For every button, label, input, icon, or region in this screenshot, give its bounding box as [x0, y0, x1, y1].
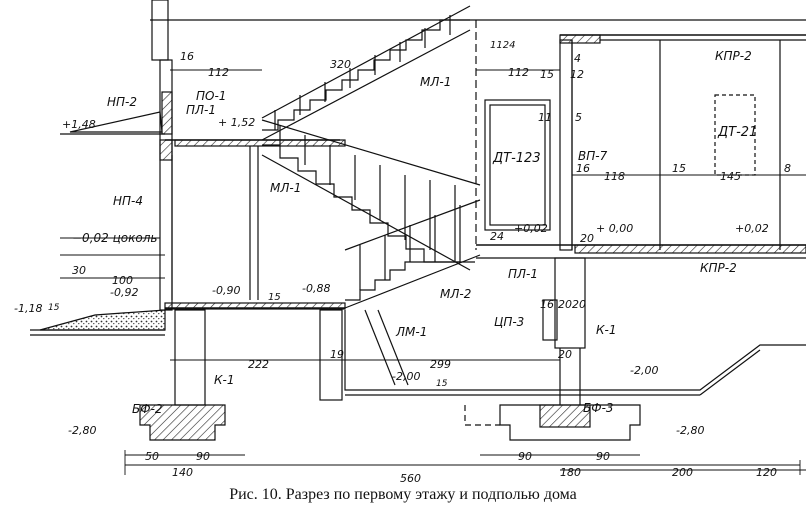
dim-16b: 16 — [576, 162, 590, 175]
label-ml2: МЛ-2 — [440, 287, 471, 301]
dim-20b: 20 — [558, 298, 572, 311]
dim-15c: 15 — [48, 303, 60, 313]
dim-20a: 20 — [580, 232, 594, 245]
level-m118: -1,18 — [14, 302, 42, 315]
dim-145: 145 — [720, 170, 741, 183]
label-bf2: БФ-2 — [132, 402, 163, 416]
dim-90b: 90 — [518, 450, 532, 463]
label-pl1-low: ПЛ-1 — [508, 267, 538, 281]
dim-299: 299 — [430, 358, 451, 371]
dim-90a: 90 — [196, 450, 210, 463]
dim-11: 11 — [538, 111, 552, 124]
column-k1-right — [554, 257, 586, 349]
canopy — [69, 111, 163, 133]
dim-112a: 112 — [208, 66, 229, 79]
dim-560: 560 — [400, 472, 421, 485]
landing-slab — [174, 139, 346, 147]
drawing-canvas: НП-2 ПО-1 ПЛ-1 МЛ-1 МЛ-1 НП-4 ДТ-123 ВП-… — [14, 0, 806, 485]
level-000: + 0,00 — [596, 222, 633, 235]
dim-118: 118 — [604, 170, 625, 183]
dim-200: 200 — [672, 466, 693, 479]
dim-222: 222 — [248, 358, 269, 371]
dim-4: 4 — [574, 52, 581, 65]
dim-180: 180 — [560, 466, 581, 479]
label-ml1-top: МЛ-1 — [420, 75, 451, 89]
dim-16a: 16 — [180, 50, 194, 63]
dim-140: 140 — [172, 466, 193, 479]
label-dt123: ДТ-123 — [492, 151, 541, 166]
label-k1-right: К-1 — [596, 323, 616, 337]
dim-15e: 15 — [436, 379, 448, 389]
stair-ml1-upper — [261, 5, 471, 141]
label-kpr2-low: КПР-2 — [700, 261, 737, 275]
level-m090: -0,90 — [212, 284, 240, 297]
level-148: +1,48 — [62, 118, 96, 131]
dim-15b: 15 — [672, 162, 686, 175]
dim-15d: 15 — [268, 292, 281, 303]
label-ml1-mid: МЛ-1 — [270, 181, 301, 195]
level-002a: +0,02 — [514, 222, 548, 235]
label-bf3: БФ-3 — [583, 401, 614, 415]
dim-12: 12 — [570, 68, 584, 81]
footing-bf3 — [499, 404, 641, 441]
label-np4: НП-4 — [113, 194, 143, 208]
level-m088: -0,88 — [302, 282, 330, 295]
door-dt123 — [484, 99, 551, 231]
basement-floor — [344, 310, 806, 391]
dim-8: 8 — [784, 162, 791, 175]
column-k1-left — [174, 309, 206, 406]
label-tsp3: ЦП-3 — [494, 315, 524, 329]
label-po1: ПО-1 — [196, 89, 226, 103]
stair-ml2 — [344, 199, 481, 309]
level-152: + 1,52 — [218, 116, 255, 129]
footing-bf2 — [139, 404, 226, 441]
dim-15a: 15 — [540, 68, 554, 81]
figure-caption: Рис. 10. Разрез по первому этажу и подпо… — [229, 486, 577, 503]
label-tsokol: −0,02 цоколь — [72, 231, 157, 245]
level-002b: +0,02 — [735, 222, 769, 235]
level-m200b: -2,00 — [630, 364, 658, 377]
dim-1124: 1124 — [490, 40, 515, 51]
label-dt21: ДТ-21 — [717, 125, 757, 140]
label-k1-left: К-1 — [214, 373, 234, 387]
level-m200a: -2,00 — [392, 370, 420, 383]
level-m280a: -2,80 — [68, 424, 96, 437]
dim-19: 19 — [330, 348, 344, 361]
dim-30: 30 — [72, 264, 86, 277]
foundation-wall-tsp3 — [319, 309, 343, 401]
dim-120: 120 — [756, 466, 777, 479]
upper-beam — [559, 34, 601, 44]
dim-50: 50 — [145, 450, 159, 463]
label-kpr2-top: КПР-2 — [715, 49, 752, 63]
level-m280b: -2,80 — [676, 424, 704, 437]
label-vp7: ВП-7 — [578, 149, 608, 163]
dim-5: 5 — [575, 111, 582, 124]
level-m092: -0,92 — [110, 286, 138, 299]
dim-112b: 112 — [508, 66, 529, 79]
dim-20c: 20 — [572, 298, 586, 311]
label-pl1-top: ПЛ-1 — [186, 103, 216, 117]
label-lm1: ЛМ-1 — [395, 325, 427, 339]
dim-20d: 20 — [558, 348, 572, 361]
left-wall-upper — [151, 0, 169, 61]
label-np2: НП-2 — [107, 95, 137, 109]
dim-16c: 16 — [540, 298, 554, 311]
window-sill — [161, 91, 173, 135]
dim-100: 100 — [112, 274, 133, 287]
dim-90c: 90 — [596, 450, 610, 463]
dim-24: 24 — [490, 230, 504, 243]
dim-320: 320 — [330, 58, 351, 71]
floor-slab-right — [574, 244, 806, 254]
soil-left — [39, 309, 166, 331]
